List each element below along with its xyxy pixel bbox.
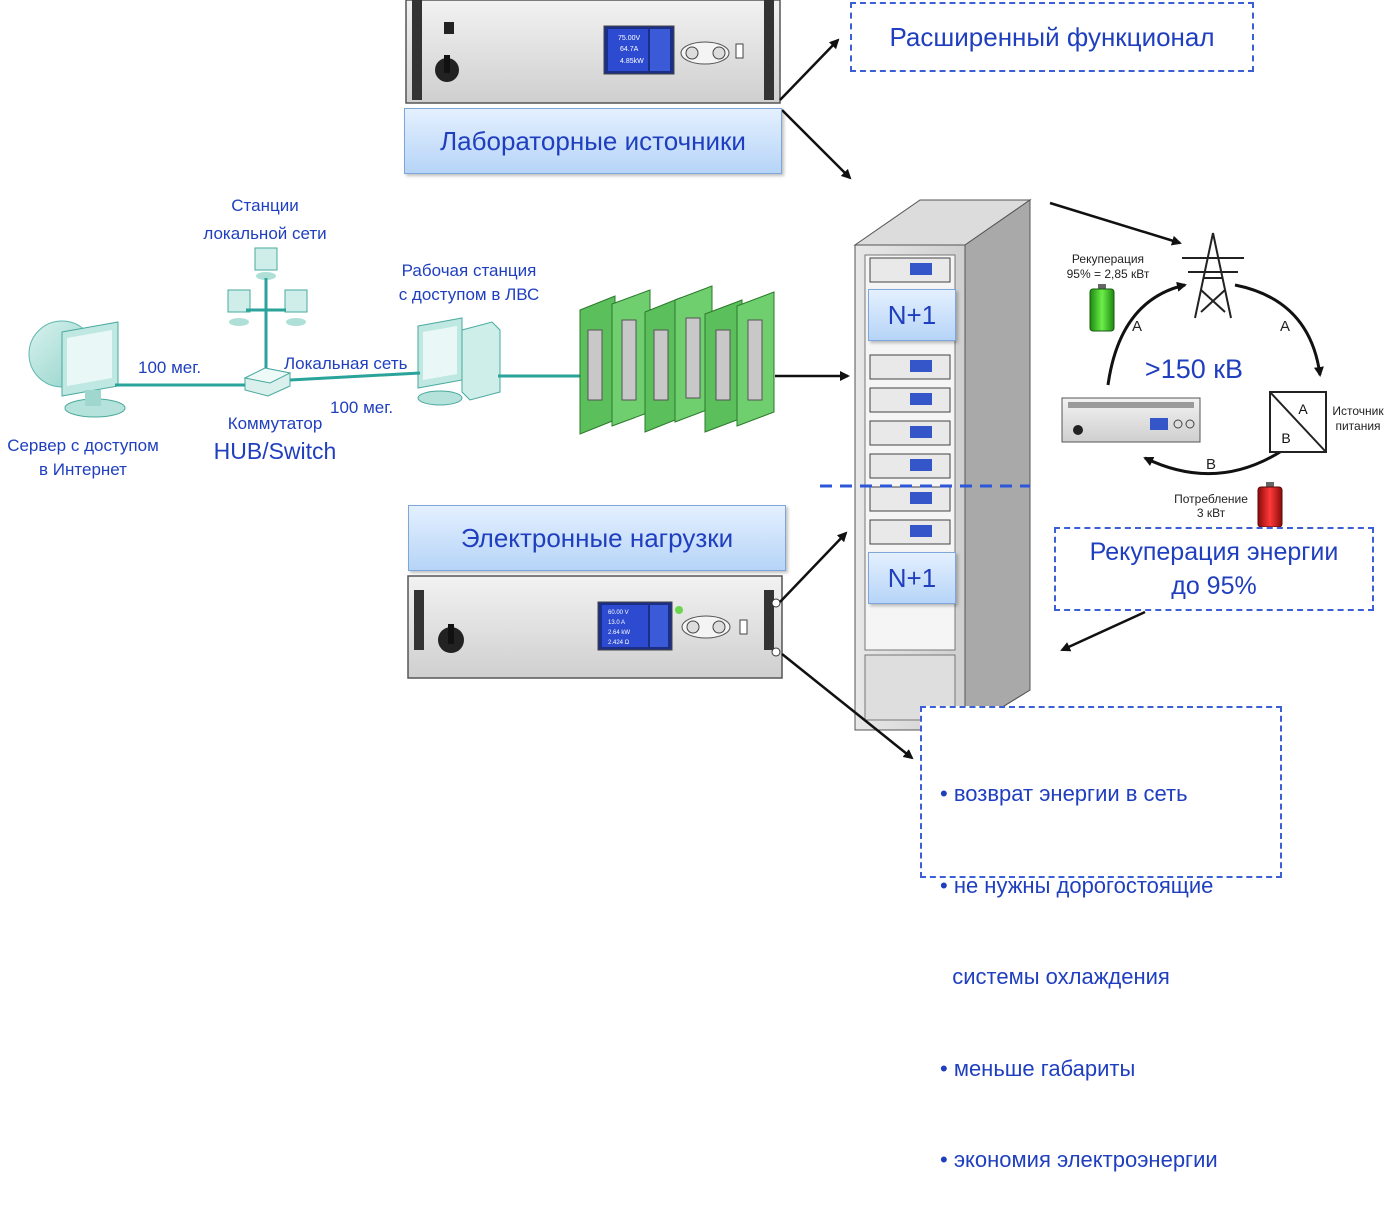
consumption-label: Потребление 3 кВт <box>1166 492 1256 520</box>
benefits-box: • возврат энергии в сеть • не нужны доро… <box>920 706 1282 1172</box>
cycle-arc-left <box>1106 281 1187 386</box>
converter-box-icon <box>1269 391 1327 453</box>
rack-redundancy-top: N+1 <box>868 289 956 341</box>
link-speed-right: 100 мег. <box>330 398 394 417</box>
consumption-label-line1: Потребление <box>1174 492 1248 506</box>
stations-label-line2: локальной сети <box>203 224 327 243</box>
top-device-reading-3: 4.85kW <box>620 58 644 65</box>
benefit-item: • не нужны дорогостоящие <box>940 872 1214 898</box>
bottom-device-reading-4: 2.424 Ω <box>608 640 630 646</box>
cycle-arc-bottom <box>1143 450 1281 476</box>
converter-label-a: A <box>1298 401 1308 417</box>
power-source-label-line2: питания <box>1335 419 1381 433</box>
power-source-label: Источник питания <box>1330 404 1386 434</box>
small-power-device <box>1061 397 1201 443</box>
rack-redundancy-bottom: N+1 <box>868 552 956 604</box>
consumption-label-line2: 3 кВт <box>1196 506 1226 520</box>
power-tower-icon <box>1182 232 1244 319</box>
recuperation-box: Рекуперация энергии до 95% <box>1054 527 1374 611</box>
arc-label-bottom: B <box>1206 456 1217 473</box>
arrow-load-to-rack <box>779 531 848 603</box>
electronic-loads-label: Электронные нагрузки <box>408 505 786 571</box>
internet-server-computer <box>28 320 126 418</box>
lan-label: Локальная сеть <box>284 354 408 373</box>
red-battery-icon <box>1257 482 1283 528</box>
bottom-device-reading-2: 13.0 A <box>608 620 625 626</box>
electronic-load-device <box>407 575 783 679</box>
lab-sources-label: Лабораторные источники <box>404 108 782 174</box>
power-source-label-line1: Источник <box>1332 404 1384 418</box>
workstation-computer <box>417 317 501 406</box>
top-device-reading-1: 75.00V <box>618 35 641 42</box>
cycle-arc-right <box>1234 283 1324 377</box>
workstation-label-line2: с доступом в ЛВС <box>398 285 540 304</box>
switch-label: Коммутатор HUB/Switch <box>200 412 350 466</box>
arrow-recup-to-rack <box>1060 610 1146 652</box>
top-device-reading-2: 64.7A <box>620 46 639 53</box>
switch-label-line1: Коммутатор <box>227 414 323 433</box>
rack-modules <box>869 257 951 545</box>
recuperation-box-line2: до 95% <box>1171 572 1257 600</box>
arrow-lab-to-rack <box>781 109 852 180</box>
cable-switch-workstation <box>289 371 421 382</box>
arrow-rack-to-grid <box>1049 201 1182 246</box>
server-label: Сервер с доступом в Интернет <box>0 434 166 482</box>
lab-power-supply-device <box>405 0 781 104</box>
arc-label-left: A <box>1132 318 1143 335</box>
benefit-item: системы охлаждения <box>940 964 1170 989</box>
bottom-device-reading-1: 60.00 V <box>608 610 629 616</box>
stations-label-line1: Станции <box>231 196 299 215</box>
arrow-load-to-benefits <box>781 653 914 760</box>
interface-cards <box>579 285 775 435</box>
recuperation-label-line2: 95% = 2,85 кВт <box>1066 267 1150 281</box>
voltage-label: >150 кВ <box>1144 354 1244 384</box>
benefit-item: • экономия электроэнергии <box>940 1147 1218 1172</box>
server-label-line1: Сервер с доступом <box>7 436 159 455</box>
advanced-functions-box: Расширенный функционал <box>850 2 1254 72</box>
green-battery-icon <box>1089 284 1115 332</box>
arc-label-right: A <box>1280 318 1291 335</box>
arrow-to-functional <box>779 38 840 101</box>
benefit-item: • меньше габариты <box>940 1055 1136 1081</box>
recuperation-label: Рекуперация 95% = 2,85 кВт <box>1052 252 1164 282</box>
recuperation-label-line1: Рекуперация <box>1071 252 1145 266</box>
recuperation-box-line1: Рекуперация энергии <box>1089 538 1339 566</box>
workstation-label: Рабочая станция с доступом в ЛВС <box>374 259 564 307</box>
local-network-stations <box>227 247 308 368</box>
network-switch <box>243 367 292 397</box>
bottom-device-reading-3: 2.64 kW <box>608 630 630 636</box>
switch-label-line2: HUB/Switch <box>213 438 337 464</box>
stations-label: Станции локальной сети <box>190 192 340 248</box>
workstation-label-line1: Рабочая станция <box>401 261 537 280</box>
converter-label-b: B <box>1281 430 1290 446</box>
link-speed-left: 100 мег. <box>138 358 202 377</box>
server-label-line2: в Интернет <box>39 460 127 479</box>
benefit-item: • возврат энергии в сеть <box>940 781 1188 806</box>
